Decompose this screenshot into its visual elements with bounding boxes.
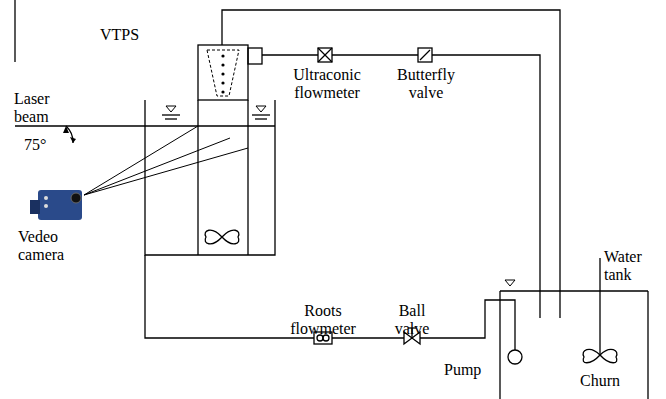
water-tank-wall xyxy=(499,291,500,399)
vtps-cone xyxy=(207,50,239,96)
water-tank-wall xyxy=(647,291,648,399)
part-label: VTPS xyxy=(100,26,150,44)
impeller-symbol xyxy=(205,230,239,244)
part-label: Churn xyxy=(570,372,630,390)
part-label: 75° xyxy=(24,136,64,154)
part-label: Ball valve xyxy=(385,302,439,337)
part-label: Ultraconic flowmeter xyxy=(292,66,362,101)
churn-propeller xyxy=(583,349,617,362)
laser-beam-line xyxy=(15,125,275,126)
churn-shaft xyxy=(599,258,600,355)
part-label: Butterfly valve xyxy=(393,66,459,101)
part-label: Roots flowmeter xyxy=(283,302,363,337)
part-label: Vedeo camera xyxy=(18,228,74,263)
side-pipe xyxy=(262,55,540,318)
cropped-line xyxy=(14,0,15,62)
outer-tank xyxy=(145,100,275,255)
water-level xyxy=(162,106,270,119)
part-label: Pump xyxy=(444,361,494,379)
camera-view-lines xyxy=(84,126,248,195)
vtps-outlet xyxy=(248,48,262,64)
vtps-box xyxy=(198,45,248,100)
part-label: Laser beam xyxy=(14,90,62,125)
top-pipe xyxy=(222,10,560,318)
pump-symbol xyxy=(508,350,522,364)
bottom-pipe xyxy=(145,255,515,350)
part-label: Water tank xyxy=(604,248,662,283)
flowmeter-symbol xyxy=(318,48,332,62)
butterfly-valve-symbol xyxy=(418,48,432,62)
water-level xyxy=(505,280,515,286)
video-camera-icon xyxy=(30,190,82,220)
vtps-dots xyxy=(221,54,224,93)
column-wall xyxy=(247,100,248,255)
water-surface xyxy=(500,290,648,291)
column-wall xyxy=(197,100,198,255)
